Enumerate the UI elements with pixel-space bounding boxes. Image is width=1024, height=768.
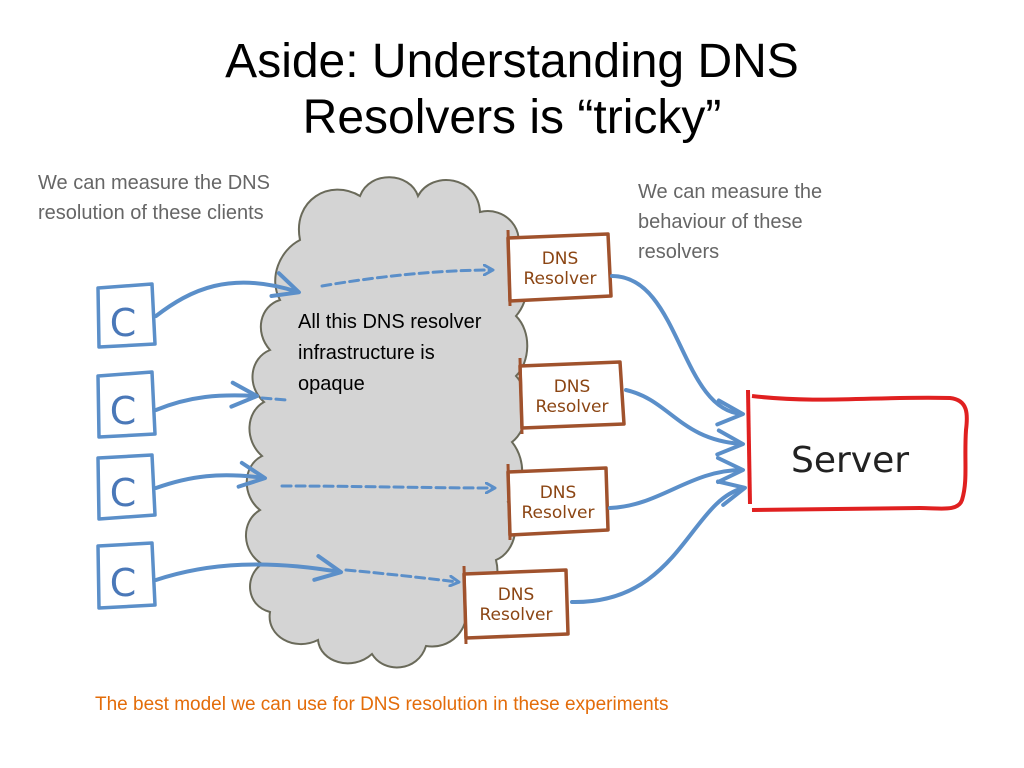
- arrow-resolver2-to-server: [624, 388, 745, 457]
- resolver-label-line2: Resolver: [536, 397, 609, 417]
- resolver-label-line1: DNS: [554, 377, 591, 397]
- arrow-resolver3-to-server: [608, 456, 745, 510]
- client-box-3: C: [96, 453, 157, 521]
- client-box-4: C: [96, 541, 157, 610]
- arrow-resolver4-to-server: [570, 479, 747, 605]
- server-label: Server: [791, 440, 909, 481]
- resolver-box-2: DNS Resolver: [518, 357, 626, 435]
- arrow-client4-to-cloud: [154, 554, 343, 582]
- dashed-arrow-to-resolver-1: [320, 270, 492, 288]
- resolver-label-line2: Resolver: [524, 269, 597, 289]
- client-box-1: C: [96, 282, 157, 349]
- cloud-note: All this DNS resolver infrastructure is …: [298, 311, 482, 395]
- server-box: Server: [746, 389, 969, 512]
- resolver-label-line1: DNS: [540, 483, 577, 503]
- arrow-client1-to-cloud: [154, 271, 301, 318]
- client-label: C: [110, 471, 137, 515]
- resolver-box-4: DNS Resolver: [462, 565, 570, 645]
- client-label: C: [110, 301, 137, 345]
- arrow-client3-to-cloud: [154, 460, 267, 490]
- resolvers-note: We can measure the behaviour of these re…: [638, 181, 823, 263]
- dashed-arrow-to-resolver-4: [344, 568, 458, 582]
- client-label: C: [110, 389, 137, 433]
- arrow-resolver1-to-server: [610, 274, 745, 427]
- resolver-label-line1: DNS: [498, 585, 535, 605]
- title-line-1: Aside: Understanding DNS: [225, 35, 799, 88]
- client-box-2: C: [96, 370, 157, 439]
- resolver-label-line2: Resolver: [480, 605, 553, 625]
- arrow-client2-to-cloud: [154, 380, 259, 412]
- slide-title: Aside: Understanding DNS Resolvers is “t…: [0, 34, 1024, 146]
- client-label: C: [110, 561, 137, 605]
- resolver-box-1: DNS Resolver: [506, 229, 613, 307]
- resolver-label-line2: Resolver: [522, 503, 595, 523]
- resolver-box-3: DNS Resolver: [506, 463, 610, 541]
- title-line-2: Resolvers is “tricky”: [302, 91, 722, 144]
- clients-note: We can measure the DNS resolution of the…: [38, 172, 270, 224]
- resolver-label-line1: DNS: [542, 249, 579, 269]
- dashed-arrow-to-resolver-2: [260, 396, 288, 402]
- bottom-note: The best model we can use for DNS resolu…: [95, 694, 669, 715]
- dashed-arrow-to-resolver-3: [280, 486, 494, 488]
